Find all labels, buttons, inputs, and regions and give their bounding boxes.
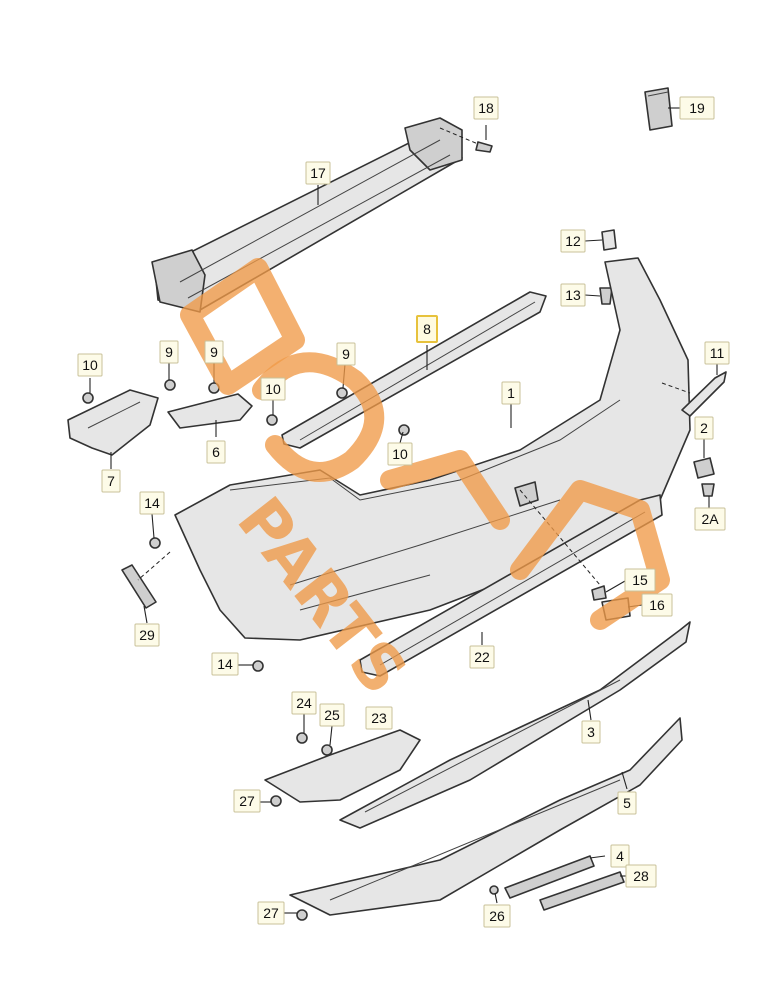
clip-pack-part bbox=[644, 87, 673, 131]
bracket-23 bbox=[264, 729, 421, 803]
callout-label: 18 bbox=[478, 100, 494, 116]
callout-14-a: 14 bbox=[139, 491, 165, 515]
trim-strip-11 bbox=[681, 371, 727, 417]
callout-9-c: 9 bbox=[336, 342, 356, 366]
callout-8: 8 bbox=[416, 315, 438, 343]
fasteners bbox=[82, 379, 499, 921]
bracket-6 bbox=[167, 393, 253, 429]
callout-11: 11 bbox=[704, 341, 730, 365]
callout-label: 24 bbox=[296, 695, 312, 711]
reflector-29 bbox=[121, 564, 157, 609]
callout-label: 28 bbox=[633, 868, 649, 884]
callout-10-b: 10 bbox=[260, 377, 286, 401]
callout-15: 15 bbox=[624, 568, 656, 592]
insert-4 bbox=[504, 855, 595, 899]
callout-27-a: 27 bbox=[233, 789, 261, 813]
clip-12 bbox=[601, 229, 617, 251]
callout-label: 3 bbox=[587, 724, 595, 740]
callout-label: 9 bbox=[165, 344, 173, 360]
bolt-13 bbox=[599, 287, 613, 305]
callout-label: 17 bbox=[310, 165, 326, 181]
insert-28 bbox=[539, 871, 625, 911]
callout-label: 2 bbox=[700, 420, 708, 436]
callout-26: 26 bbox=[483, 904, 511, 928]
callout-10-a: 10 bbox=[77, 353, 103, 377]
callout-24: 24 bbox=[291, 691, 317, 715]
callout-1: 1 bbox=[501, 381, 521, 405]
callout-label: 26 bbox=[489, 908, 505, 924]
callout-13: 13 bbox=[560, 283, 586, 307]
part-15 bbox=[591, 585, 607, 601]
callout-19: 19 bbox=[679, 96, 715, 120]
callout-label: 8 bbox=[423, 321, 431, 337]
callout-label: 27 bbox=[263, 905, 279, 921]
callout-label: 6 bbox=[212, 444, 220, 460]
diffuser-5 bbox=[289, 717, 683, 916]
callout-label: 16 bbox=[649, 597, 665, 613]
callout-6: 6 bbox=[206, 440, 226, 464]
callout-label: 1 bbox=[507, 385, 515, 401]
callout-label: 7 bbox=[107, 473, 115, 489]
callout-label: 27 bbox=[239, 793, 255, 809]
callout-label: 13 bbox=[565, 287, 581, 303]
callout-17: 17 bbox=[305, 161, 331, 185]
callout-label: 2A bbox=[701, 511, 719, 527]
callout-2a: 2A bbox=[694, 507, 726, 531]
callout-22: 22 bbox=[469, 645, 495, 669]
callout-3: 3 bbox=[581, 720, 601, 744]
callout-9-a: 9 bbox=[159, 340, 179, 364]
callout-label: 23 bbox=[371, 710, 387, 726]
callout-label: 9 bbox=[210, 344, 218, 360]
clip-2a bbox=[701, 483, 715, 497]
callout-28: 28 bbox=[625, 864, 657, 888]
callout-16: 16 bbox=[641, 593, 673, 617]
callout-18: 18 bbox=[473, 96, 499, 120]
callout-29: 29 bbox=[134, 623, 160, 647]
callout-5: 5 bbox=[617, 791, 637, 815]
callout-label: 25 bbox=[324, 707, 340, 723]
bolt-18 bbox=[475, 141, 493, 153]
callout-label: 14 bbox=[144, 495, 160, 511]
callout-2: 2 bbox=[694, 416, 714, 440]
callout-9-b: 9 bbox=[204, 340, 224, 364]
callout-10-c: 10 bbox=[387, 442, 413, 466]
callout-label: 11 bbox=[710, 345, 725, 361]
callout-25: 25 bbox=[319, 703, 345, 727]
callout-23: 23 bbox=[365, 706, 393, 730]
callout-27-b: 27 bbox=[257, 901, 285, 925]
cap-2 bbox=[693, 457, 715, 479]
bumper-reinforcement-beam bbox=[151, 117, 463, 313]
callout-label: 5 bbox=[623, 795, 631, 811]
callout-label: 19 bbox=[689, 100, 705, 116]
callout-14-b: 14 bbox=[211, 652, 239, 676]
callout-label: 10 bbox=[265, 381, 281, 397]
callout-label: 10 bbox=[82, 357, 98, 373]
callout-12: 12 bbox=[560, 229, 586, 253]
callout-label: 22 bbox=[474, 649, 490, 665]
bracket-left-7 bbox=[67, 389, 159, 456]
spoiler-3 bbox=[339, 621, 691, 829]
callout-4: 4 bbox=[610, 844, 630, 868]
callout-label: 29 bbox=[139, 627, 155, 643]
callout-label: 12 bbox=[565, 233, 581, 249]
callout-label: 10 bbox=[392, 446, 408, 462]
callout-label: 14 bbox=[217, 656, 233, 672]
callout-label: 9 bbox=[342, 346, 350, 362]
callout-label: 15 bbox=[632, 572, 648, 588]
callout-7: 7 bbox=[101, 469, 121, 493]
callout-label: 4 bbox=[616, 848, 624, 864]
